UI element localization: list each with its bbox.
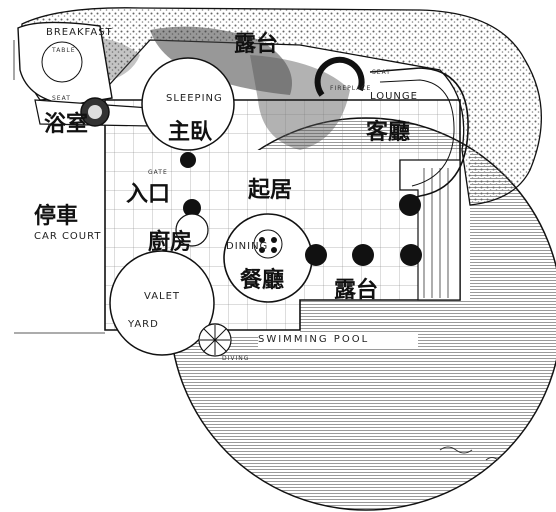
breakfast-nook — [17, 21, 113, 106]
label-seat-left: SEAT — [52, 95, 71, 102]
label-master-bedroom: 主臥 — [168, 120, 213, 145]
label-breakfast: BREAKFAST — [46, 27, 113, 38]
label-living: 起居 — [248, 178, 293, 203]
label-parking: 停車 — [34, 204, 79, 229]
columns — [305, 194, 422, 266]
label-fireplace: FIREPLACE — [330, 85, 372, 92]
label-diving: DIVING — [222, 355, 250, 362]
dining-room — [223, 213, 313, 303]
fireplace — [314, 56, 365, 97]
label-car-court: CAR COURT — [34, 231, 102, 242]
label-yard: YARD — [128, 319, 159, 330]
label-entrance: 入口 — [126, 182, 171, 207]
label-sleeping: SLEEPING — [166, 93, 223, 104]
label-lounge: LOUNGE — [370, 91, 418, 102]
label-terrace-top: 露台 — [234, 32, 279, 57]
label-valet: VALET — [144, 291, 181, 302]
label-seat-right: SEAT — [372, 69, 391, 76]
lounge-wall — [369, 67, 469, 201]
label-kitchen: 廚房 — [148, 230, 193, 255]
label-living-room: 客廳 — [366, 120, 411, 145]
diving-board — [198, 323, 232, 357]
label-dining-room: 餐廳 — [240, 268, 285, 293]
label-gate: GATE — [148, 169, 168, 176]
valet-yard — [109, 250, 215, 356]
label-dining: DINING — [226, 241, 269, 252]
label-terrace-bottom: 露台 — [334, 278, 379, 303]
entry-circle — [175, 199, 209, 247]
label-bath: 浴室 — [44, 112, 89, 137]
sleeping-room — [141, 57, 235, 168]
label-table: TABLE — [52, 47, 76, 54]
label-swimming-pool: SWIMMING POOL — [258, 334, 370, 345]
